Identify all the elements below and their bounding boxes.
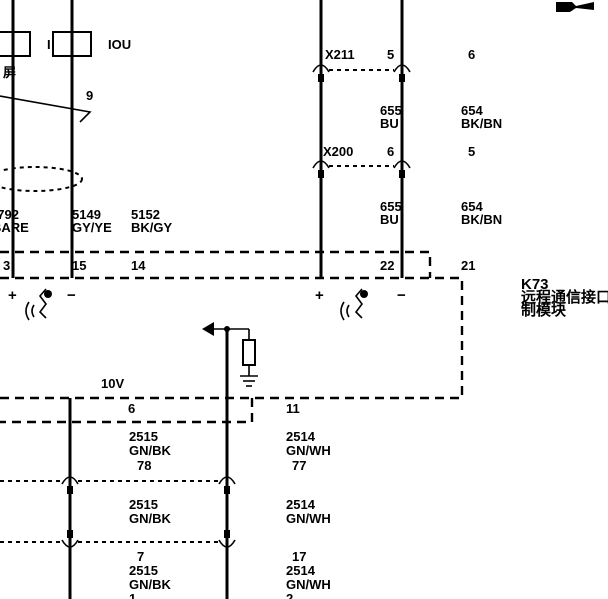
connector-x200-left-pin [318,170,324,178]
module-pin-11: 11 [286,401,300,416]
module-outer [0,276,464,400]
connector-x200: X200 6 5 [312,144,475,178]
connector-x200-right-arc [393,160,411,169]
mic-right-minus: − [397,287,406,304]
wire-654-b-circuit: 654 [461,199,483,214]
module-desc-line2: 制模块 [521,301,567,319]
connector-x211: X211 5 6 [312,47,475,82]
connector-x211-right-arc [393,64,411,73]
connector-78-77: 78 77 [0,458,306,494]
wire-2514-a-circuit: 2514 [286,429,316,444]
connector-7-left-pin [67,530,73,538]
wrench-icon [556,2,594,12]
bottom-right-pin: 2 [286,591,293,599]
wire-5152-color: BK/GY [131,220,173,235]
module-pin-6: 6 [128,401,135,416]
wire-654-a-circuit: 654 [461,103,483,118]
connector-x211-pin-right: 6 [468,47,475,62]
connector-7-pin: 7 [137,549,144,564]
connector-78-pin: 78 [137,458,151,473]
module-voltage: 10V [101,376,124,391]
ground-icon [240,375,258,387]
wire-diagonal-9 [0,95,92,123]
connector-17-right-arc [218,539,236,548]
connector-17-right-pin [224,530,230,538]
pin-9-label: 9 [86,88,93,103]
resistor-icon [242,339,256,366]
mic-right-plus: + [315,287,324,304]
wire-2514-a-color: GN/WH [286,443,331,458]
wire-655-a-circuit: 655 [380,103,402,118]
connector-x200-name: X200 [323,144,353,159]
module-pin-3: 3 [3,258,10,273]
mic-left-plus: + [8,287,17,304]
connector-x211-left-arc [312,64,330,73]
module-pin-14: 14 [131,258,146,273]
wire-2515-c-circuit: 2515 [129,563,158,578]
connector-78-right-arc [218,476,236,485]
wire-2515-a-color: GN/BK [129,443,172,458]
mic-left-minus: − [67,287,76,304]
connector-x211-right-pin [399,74,405,82]
relay-iou-label: IOU [108,37,131,52]
wire-2514-b-circuit: 2514 [286,497,316,512]
internal-reference [202,322,258,387]
wire-2515-a-circuit: 2515 [129,429,158,444]
wire-2515-b-circuit: 2515 [129,497,158,512]
arrow-left-icon [202,322,214,336]
module-pin-15: 15 [72,258,86,273]
connector-x211-name: X211 [325,47,355,62]
wire-5792-color: BARE [0,220,29,235]
microphone-icon [25,288,52,321]
wire-655-b-color: BU [380,212,399,227]
wire-2515-c-color: GN/BK [129,577,172,592]
connector-78-left-arc [61,476,79,485]
twisted-pair-shield [0,166,83,192]
connector-78-right-pin [224,486,230,494]
wire-654-a-color: BK/BN [461,116,502,131]
wire-5792-circuit: 5792 [0,207,19,222]
module-inner-top [0,250,432,278]
module-pin-21: 21 [461,258,475,273]
relay-partial-label: I [47,37,51,52]
connector-7-left-arc [61,539,79,548]
module-name: K73 [521,276,549,293]
module-k73-boundary [0,250,464,424]
microphone-icon [340,288,368,321]
bottom-left-pin: 1 [129,591,136,599]
wire-5149-color: GY/YE [72,220,112,235]
wire-654-b-color: BK/BN [461,212,502,227]
connector-x200-left-arc [312,160,330,169]
connector-77-pin: 77 [292,458,306,473]
relay-group: I IOU 屏 9 [0,31,131,103]
connector-x200-pin-left: 6 [387,144,394,159]
module-pin-22: 22 [380,258,394,273]
wire-2515-b-color: GN/BK [129,511,172,526]
relay-left-box [0,31,31,57]
connector-78-left-pin [67,486,73,494]
wire-655-b-circuit: 655 [380,199,402,214]
connector-x200-right-pin [399,170,405,178]
connector-x211-left-pin [318,74,324,82]
module-lower-stub [0,398,254,424]
connector-x211-pin-left: 5 [387,47,394,62]
wire-5152-circuit: 5152 [131,207,160,222]
wire-2514-c-circuit: 2514 [286,563,316,578]
wire-655-a-color: BU [380,116,399,131]
wire-5149-circuit: 5149 [72,207,101,222]
connector-7-17: 7 17 [0,530,306,564]
connector-x200-pin-right: 5 [468,144,475,159]
wire-2514-b-color: GN/WH [286,511,331,526]
connector-17-pin: 17 [292,549,306,564]
wire-2514-c-color: GN/WH [286,577,331,592]
module-desc-line1: 远程通信接口 [521,288,608,306]
